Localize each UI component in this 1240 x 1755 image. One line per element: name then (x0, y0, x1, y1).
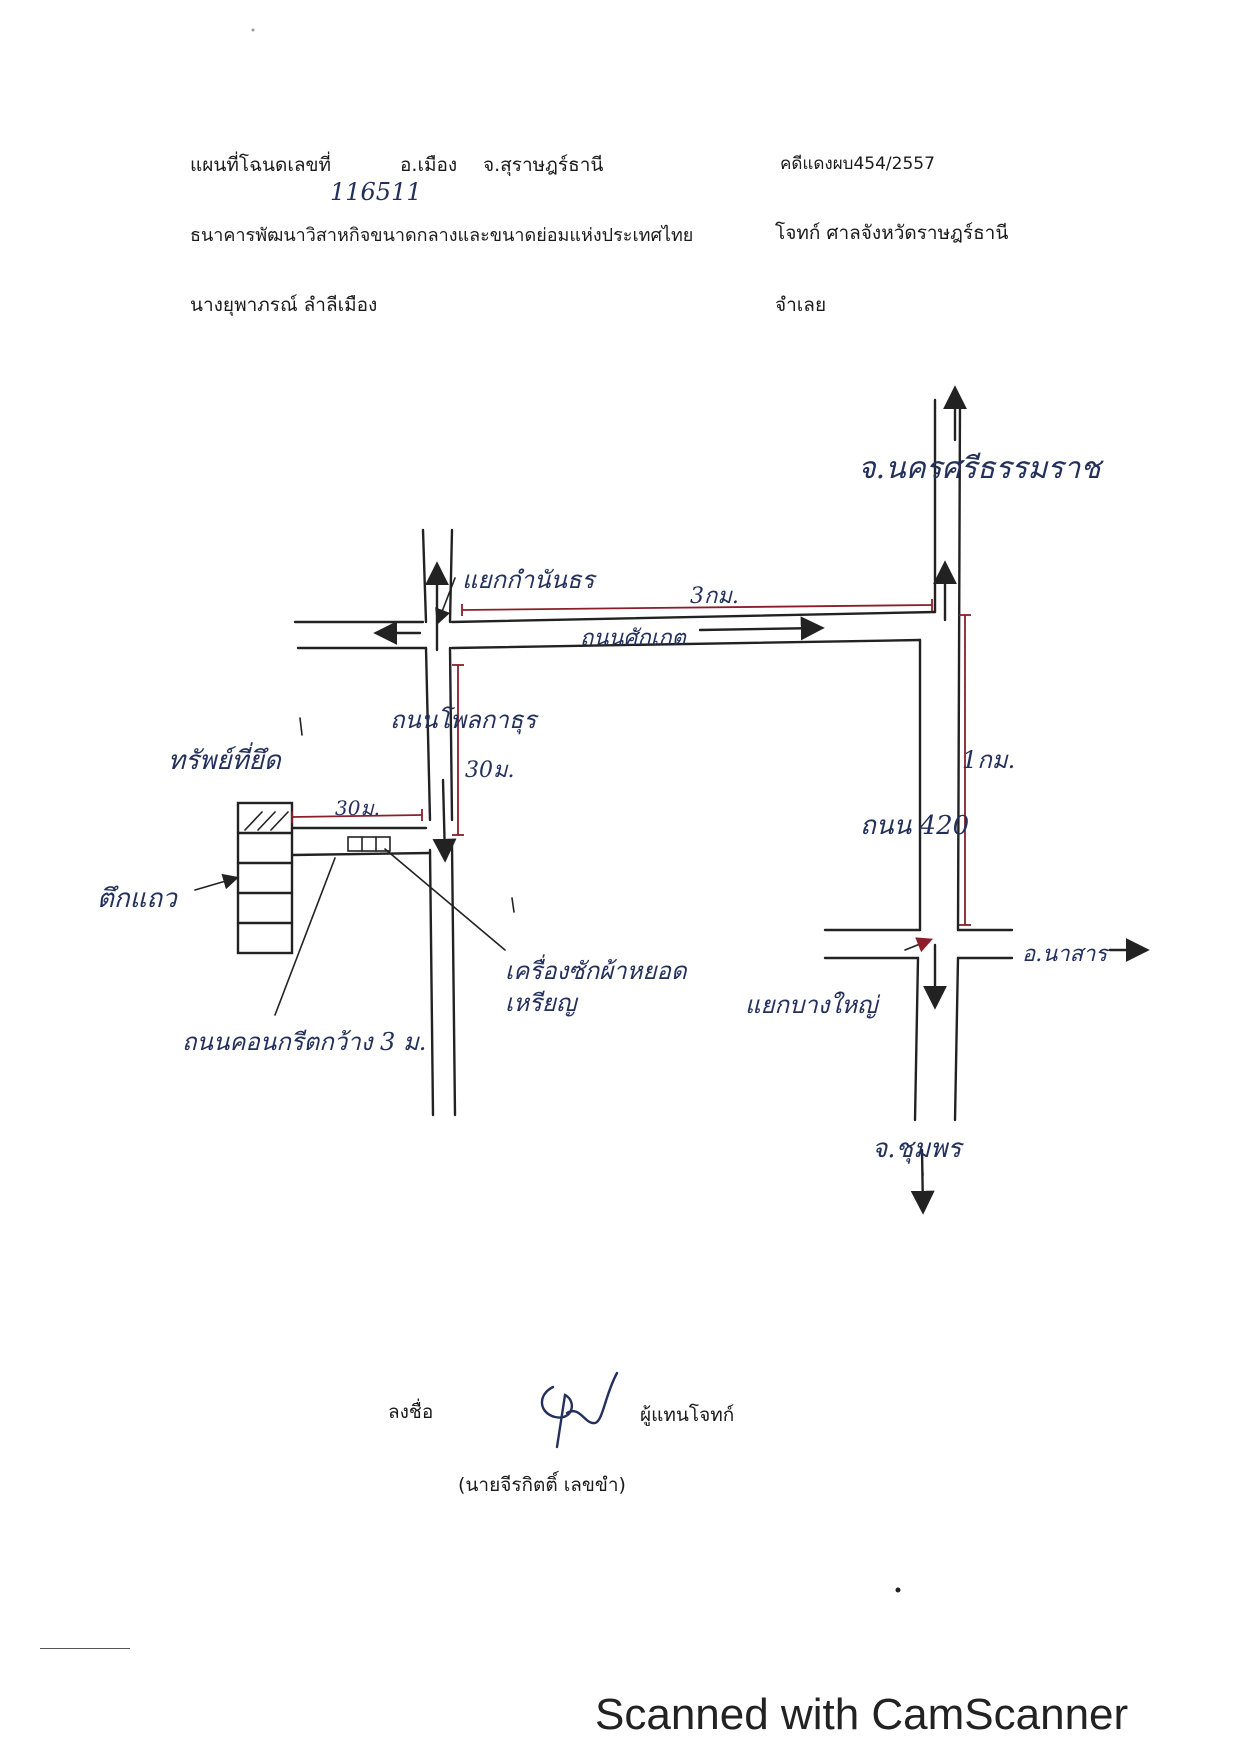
label-south-destination: จ.ชุมพร (872, 1134, 962, 1164)
label-distance-property: 30ม. (335, 796, 380, 820)
lane-edges (290, 826, 432, 857)
case-number: คดีแดงผบ454/2557 (780, 154, 935, 174)
left-road-west-edge (421, 528, 435, 1117)
left-road-east-edge (448, 528, 457, 1117)
deed-number: 116511 (330, 178, 422, 206)
handwritten-signature (540, 1371, 619, 1449)
sign-label: ลงชื่อ (388, 1401, 434, 1423)
district: อ.เมือง (400, 154, 458, 176)
label-road-left: ถนนโพลกาธุร (390, 706, 537, 734)
label-north-destination: จ.นครศรีธรรมราช (858, 451, 1101, 486)
label-road-top: ถนนศักเกต (580, 626, 686, 651)
defendant-role: จำเลย (775, 294, 827, 316)
deed-label: แผนที่โฉนดเลขที่ (190, 154, 332, 176)
plaintiff-name: ธนาคารพัฒนาวิสาหกิจขนาดกลางและขนาดย่อมแห… (190, 225, 694, 246)
right-road-east-edge (953, 398, 962, 1122)
plaintiff-role: โจทก์ ศาลจังหวัดราษฎร์ธานี (775, 222, 1009, 244)
label-junction-top: แยกกำนันธร (462, 566, 595, 594)
top-road-north-edge (293, 610, 937, 624)
label-distance-right: 1กม. (962, 746, 1016, 774)
signer-name: (นายจีรกิตติ์ เลขขำ) (458, 1474, 626, 1496)
label-landmark: เครื่องซักผ้าหยอดเหรียญ (505, 957, 687, 1018)
scan-mark (40, 1648, 130, 1649)
label-lane: ถนนคอนกรีตกว้าง 3 ม. (182, 1028, 427, 1056)
camscanner-watermark: Scanned with CamScanner (595, 1690, 1129, 1739)
east-road-edges (823, 928, 1014, 960)
defendant-name: นางยุพาภรณ์ ลำลีเมือง (190, 294, 378, 316)
label-distance-left-vertical: 30ม. (465, 758, 515, 783)
top-road-south-edge (296, 638, 922, 650)
label-junction-bottom: แยกบางใหญ่ (745, 991, 878, 1019)
label-property: ทรัพย์ที่ยึด (168, 746, 281, 776)
province: จ.สุราษฎร์ธานี (483, 154, 604, 176)
label-east-destination: อ.นาสาร (1022, 942, 1108, 967)
right-road-west-edge (913, 398, 937, 1122)
label-distance-top: 3กม. (690, 584, 739, 609)
label-shophouse: ตึกแถว (97, 884, 177, 914)
signer-role: ผู้แทนโจทก์ (640, 1404, 735, 1426)
label-highway: ถนน 420 (860, 811, 970, 841)
